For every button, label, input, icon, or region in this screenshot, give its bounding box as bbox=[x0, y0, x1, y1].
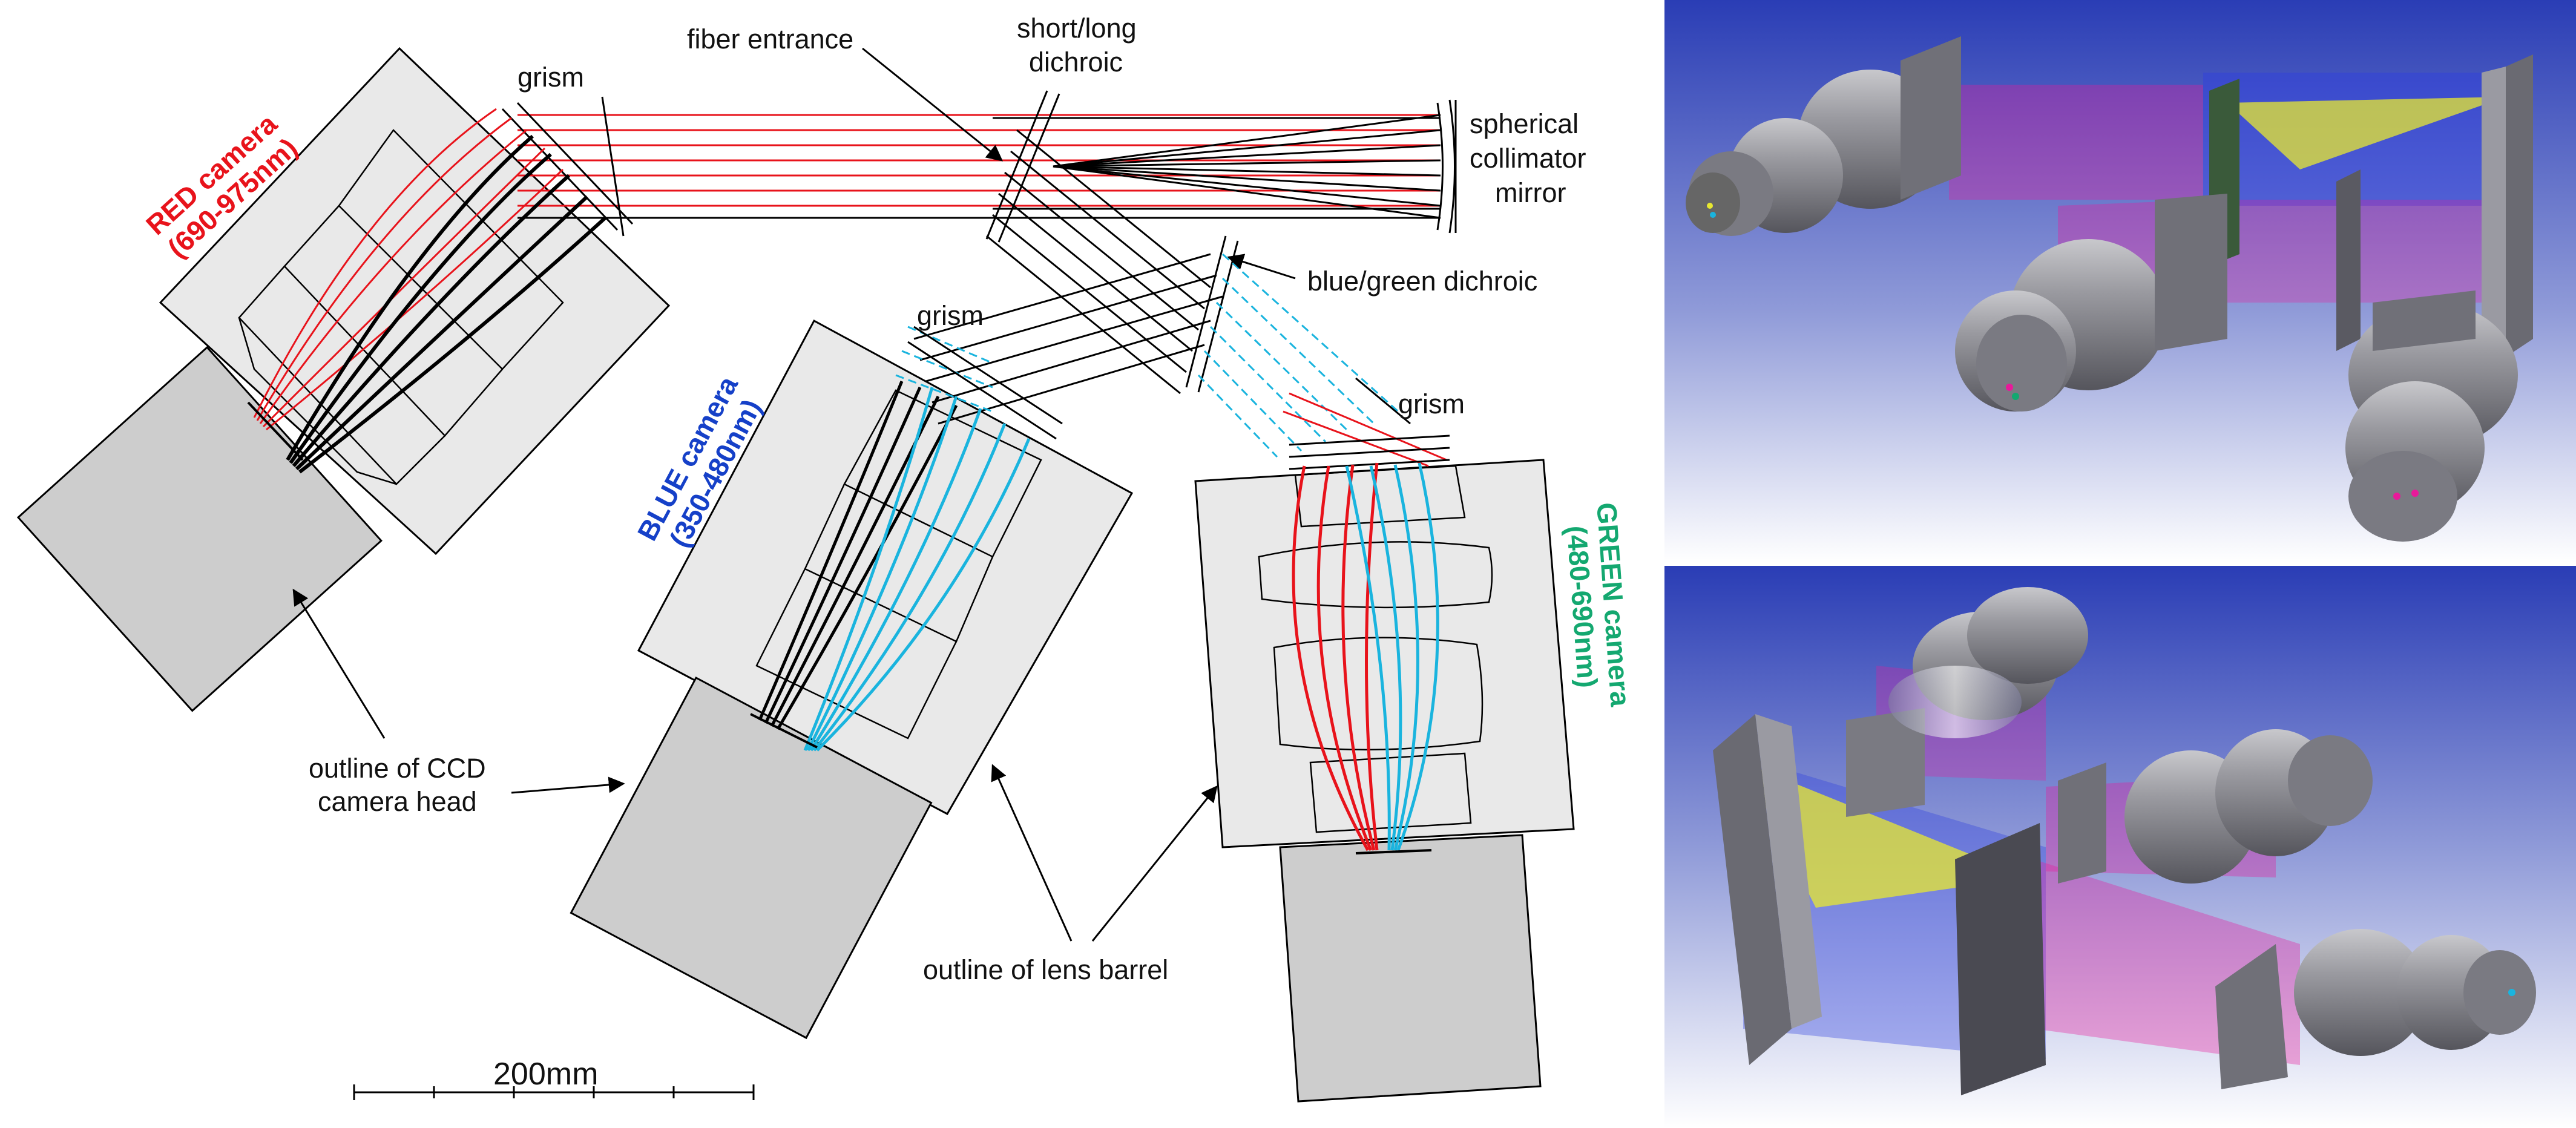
green-camera-optics bbox=[1258, 462, 1493, 854]
label-fiber-entrance: fiber entrance bbox=[687, 24, 853, 54]
label-spherical-2: collimator bbox=[1470, 143, 1586, 174]
label-spherical-3: mirror bbox=[1495, 177, 1566, 208]
diagonal-beam bbox=[986, 129, 1211, 395]
label-grism-blue: grism bbox=[917, 300, 984, 331]
label-grism-green: grism bbox=[1398, 389, 1465, 419]
grism-red bbox=[501, 96, 634, 237]
label-grism-red: grism bbox=[518, 62, 584, 93]
annotation-arrows bbox=[292, 47, 1296, 942]
green-camera-beam bbox=[1197, 253, 1447, 467]
short-long-dichroic bbox=[985, 90, 1060, 243]
red-camera-barrel bbox=[159, 47, 671, 556]
optical-diagram: grism fiber entrance short/long dichroic… bbox=[16, 13, 1637, 1103]
label-spherical-1: spherical bbox=[1470, 108, 1579, 139]
render-3d-top bbox=[1664, 0, 2576, 563]
label-short-long-1: short/long bbox=[1017, 13, 1137, 44]
label-short-long-2: dichroic bbox=[1029, 47, 1123, 77]
label-lens-barrel: outline of lens barrel bbox=[923, 954, 1168, 985]
grism-green bbox=[1289, 434, 1450, 470]
green-camera-barrel bbox=[1194, 459, 1575, 848]
red-camera-optics bbox=[238, 108, 607, 485]
collimated-beam bbox=[518, 114, 1441, 219]
label-ccd-1: outline of CCD bbox=[309, 753, 486, 784]
blue-camera-optics bbox=[750, 381, 1042, 752]
grism-blue bbox=[907, 326, 1063, 440]
label-ccd-2: camera head bbox=[318, 786, 477, 817]
label-blue-green-dichroic: blue/green dichroic bbox=[1307, 266, 1537, 297]
red-ccd-head bbox=[16, 346, 383, 712]
label-scale: 200mm bbox=[493, 1057, 598, 1092]
fiber-fan bbox=[1053, 114, 1441, 219]
blue-camera-beam bbox=[895, 253, 1223, 425]
scale-bar bbox=[353, 1084, 755, 1100]
spherical-collimator-mirror bbox=[1436, 99, 1457, 234]
green-ccd-head bbox=[1279, 834, 1542, 1103]
render-3d-bottom bbox=[1664, 566, 2576, 1128]
